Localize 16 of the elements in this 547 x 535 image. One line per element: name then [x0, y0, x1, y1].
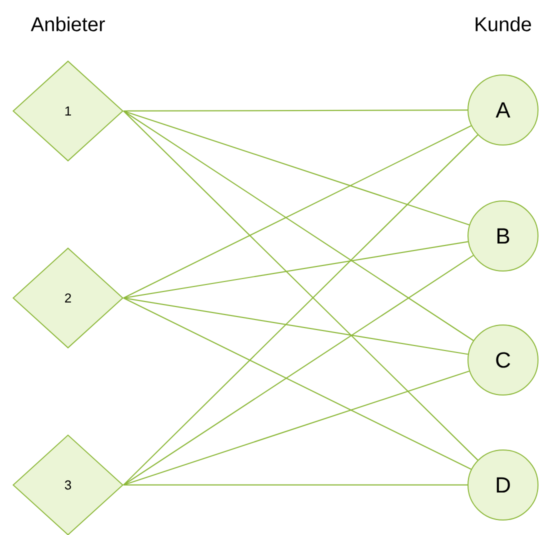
- circle-node: A: [468, 74, 538, 146]
- connector-line: [123, 110, 470, 226]
- column-heading: Kunde: [476, 16, 531, 32]
- connector-line: [123, 255, 474, 486]
- connector-line: [123, 370, 470, 486]
- connector-line: [124, 484, 468, 486]
- circle-node: D: [468, 449, 538, 520]
- circle-node: C: [468, 324, 538, 396]
- connector-line: [123, 298, 472, 470]
- connector-line: [123, 110, 474, 341]
- column-heading: Anbieter: [30, 16, 105, 32]
- connector-line: [123, 241, 468, 299]
- connector-line: [123, 125, 472, 298]
- connector-line: [124, 110, 468, 112]
- circle-node: B: [468, 200, 538, 272]
- connector-line: [123, 297, 468, 355]
